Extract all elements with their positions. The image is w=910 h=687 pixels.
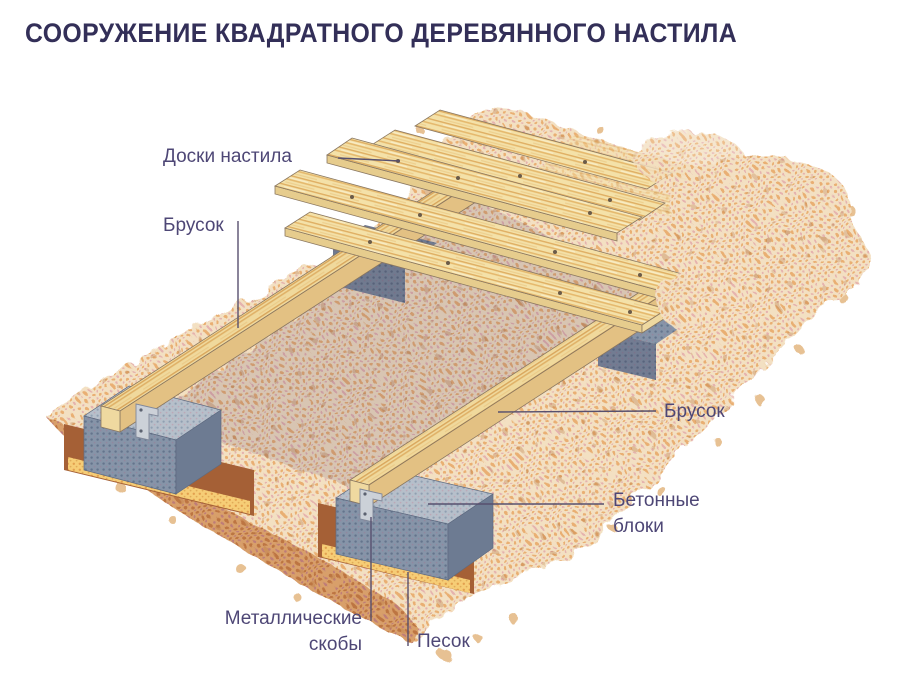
leader-lines xyxy=(237,157,657,646)
deck-board xyxy=(369,129,666,221)
deck-shadow xyxy=(148,196,655,492)
label-deck-boards: Доски настила xyxy=(163,146,292,167)
label-concrete-blocks: Бетонные блоки xyxy=(613,490,700,537)
deck-board xyxy=(414,109,673,190)
label-sand: Песок xyxy=(417,631,470,652)
metal-bracket-left xyxy=(135,403,159,441)
label-joist-left: Брусок xyxy=(163,215,224,236)
leader-deck-boards xyxy=(337,157,401,162)
sand-overlay xyxy=(635,132,870,338)
label-metal-brackets: Металлические скобы xyxy=(224,608,362,655)
leader-joist-right xyxy=(497,410,657,413)
deck-boards xyxy=(274,109,687,334)
deck-board xyxy=(326,137,643,242)
joist-front xyxy=(349,274,686,507)
page-title: СООРУЖЕНИЕ КВАДРАТНОГО ДЕРЕВЯННОГО НАСТИ… xyxy=(25,18,738,48)
metal-bracket-front xyxy=(359,488,383,523)
label-joist-right: Брусок xyxy=(664,401,725,422)
nails xyxy=(350,159,642,314)
